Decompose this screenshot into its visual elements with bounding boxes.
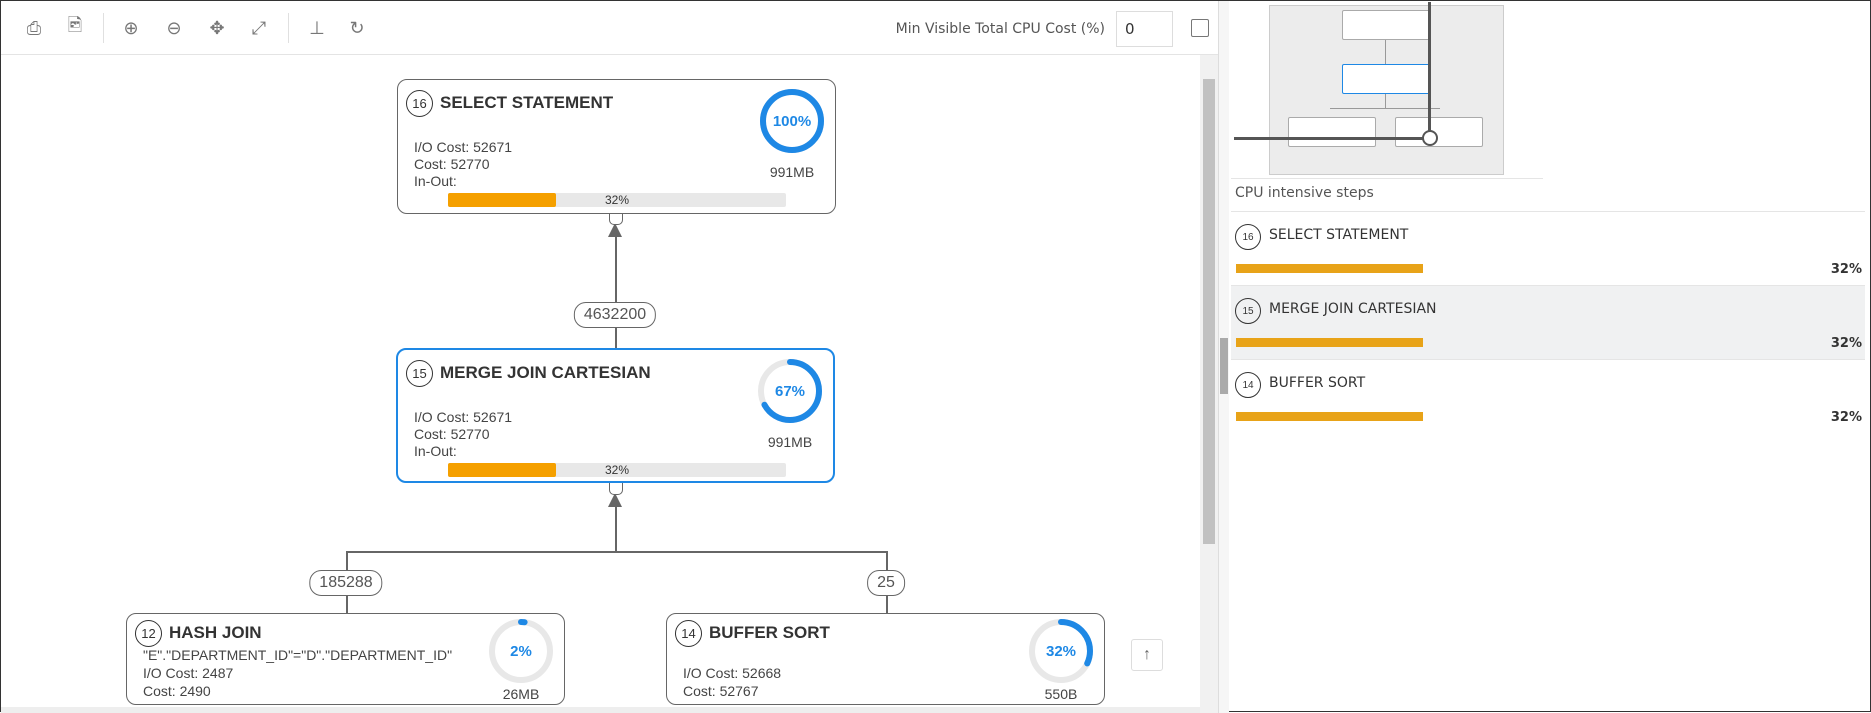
- cpu-ring: [1029, 619, 1093, 683]
- step-percent: 32%: [1830, 262, 1862, 277]
- edge-line: [615, 229, 617, 349]
- ring-fill: [758, 359, 822, 423]
- ring-percent: 32%: [1045, 642, 1077, 660]
- cost: Cost: 52770: [414, 156, 490, 172]
- node-number: 15: [406, 360, 433, 387]
- step-number: 15: [1235, 298, 1261, 324]
- arrow-icon: [608, 223, 622, 237]
- cpu-ring: [758, 359, 822, 423]
- viewport-edge: [1428, 2, 1431, 138]
- ring-fill: [1029, 619, 1093, 683]
- progress-bar: 32%: [448, 463, 786, 477]
- cpu-ring: [760, 89, 824, 153]
- edge-line: [615, 499, 617, 551]
- io-cost: I/O Cost: 52671: [414, 409, 513, 425]
- edge-label: 25: [867, 570, 905, 596]
- pan-icon[interactable]: ✥: [209, 17, 225, 38]
- step-percent: 32%: [1830, 336, 1862, 351]
- node-title: BUFFER SORT: [709, 623, 830, 642]
- horizontal-scrollbar[interactable]: [1, 707, 1200, 713]
- viewport-handle[interactable]: [1422, 130, 1438, 146]
- scroll-top-button[interactable]: ↑: [1131, 639, 1163, 671]
- divider: [288, 13, 289, 43]
- cpu-steps-heading: CPU intensive steps: [1235, 185, 1374, 201]
- edge-label: 4632200: [573, 302, 657, 328]
- node-number: 12: [135, 620, 162, 647]
- min-cpu-input[interactable]: [1116, 11, 1173, 47]
- divider: [103, 13, 104, 43]
- connector-icon: [609, 213, 623, 225]
- io-cost: I/O Cost: 2487: [143, 665, 234, 681]
- step-name: SELECT STATEMENT: [1269, 227, 1409, 243]
- ring-percent: 2%: [510, 642, 532, 660]
- predicate: "E"."DEPARTMENT_ID"="D"."DEPARTMENT_ID": [143, 647, 453, 663]
- plan-diagram-pane: ⎙ 🖻 ⊕ ⊖ ✥ ⤢ ⊥ ↻ Min Visible Total CPU Co…: [1, 1, 1219, 713]
- min-cpu-label: Min Visible Total CPU Cost (%): [895, 21, 1105, 37]
- step-number: 16: [1235, 224, 1261, 250]
- in-out: In-Out:: [414, 173, 457, 189]
- cpu-step-item[interactable]: 14 BUFFER SORT 32%: [1231, 359, 1865, 433]
- print-icon[interactable]: ⎙: [26, 17, 42, 38]
- memory: 991MB: [769, 164, 815, 180]
- zoom-out-icon[interactable]: ⊖: [166, 17, 182, 38]
- ring-percent: 67%: [774, 382, 806, 400]
- step-name: BUFFER SORT: [1269, 375, 1366, 391]
- in-out: In-Out:: [414, 443, 457, 459]
- step-number: 14: [1235, 372, 1261, 398]
- node-title: HASH JOIN: [169, 623, 262, 642]
- tree-layout-icon[interactable]: ⊥: [309, 17, 325, 38]
- toolbar: ⎙ 🖻 ⊕ ⊖ ✥ ⤢ ⊥ ↻ Min Visible Total CPU Co…: [1, 1, 1218, 55]
- cost: Cost: 2490: [143, 683, 211, 699]
- memory: 26MB: [502, 686, 540, 702]
- plan-node-select-statement[interactable]: 16 SELECT STATEMENT I/O Cost: 52671 Cost…: [397, 79, 836, 214]
- plan-node-hash-join[interactable]: 12 HASH JOIN "E"."DEPARTMENT_ID"="D"."DE…: [126, 613, 565, 705]
- cpu-ring: [489, 619, 553, 683]
- splitter-handle[interactable]: [1220, 338, 1228, 394]
- plan-node-merge-join-cartesian[interactable]: 15 MERGE JOIN CARTESIAN I/O Cost: 52671 …: [396, 348, 835, 483]
- progress-bar: 32%: [448, 193, 786, 207]
- cpu-bar: [1236, 338, 1423, 347]
- node-number: 16: [406, 90, 433, 117]
- node-number: 14: [675, 620, 702, 647]
- minimap[interactable]: [1234, 2, 1504, 175]
- memory: 550B: [1044, 686, 1078, 702]
- note-icon[interactable]: [1191, 19, 1209, 37]
- cpu-bar: [1236, 264, 1423, 273]
- refresh-icon[interactable]: ↻: [349, 17, 365, 38]
- fit-icon[interactable]: ⤢: [251, 17, 267, 38]
- cpu-bar: [1236, 412, 1423, 421]
- ring-fill: [489, 619, 553, 683]
- step-percent: 32%: [1830, 410, 1862, 425]
- edge-line: [346, 551, 886, 553]
- io-cost: I/O Cost: 52671: [414, 139, 513, 155]
- scrollbar-thumb[interactable]: [1203, 79, 1215, 544]
- cost: Cost: 52770: [414, 426, 490, 442]
- step-name: MERGE JOIN CARTESIAN: [1269, 301, 1437, 317]
- viewport-edge: [1234, 137, 1430, 140]
- io-cost: I/O Cost: 52668: [683, 665, 782, 681]
- ring-percent: 100%: [772, 112, 812, 130]
- cpu-step-item[interactable]: 15 MERGE JOIN CARTESIAN 32%: [1231, 285, 1865, 359]
- connector-icon: [609, 483, 623, 495]
- ring-fill: [760, 89, 824, 153]
- edge-label: 185288: [309, 570, 383, 596]
- node-title: MERGE JOIN CARTESIAN: [440, 363, 651, 382]
- cpu-step-item[interactable]: 16 SELECT STATEMENT 32%: [1231, 211, 1865, 285]
- plan-node-buffer-sort[interactable]: 14 BUFFER SORT I/O Cost: 52668 Cost: 527…: [666, 613, 1105, 705]
- arrow-icon: [608, 493, 622, 507]
- memory: 991MB: [767, 434, 813, 450]
- cost: Cost: 52767: [683, 683, 759, 699]
- node-title: SELECT STATEMENT: [440, 93, 614, 112]
- zoom-in-icon[interactable]: ⊕: [123, 17, 139, 38]
- export-image-icon[interactable]: 🖻: [67, 15, 83, 35]
